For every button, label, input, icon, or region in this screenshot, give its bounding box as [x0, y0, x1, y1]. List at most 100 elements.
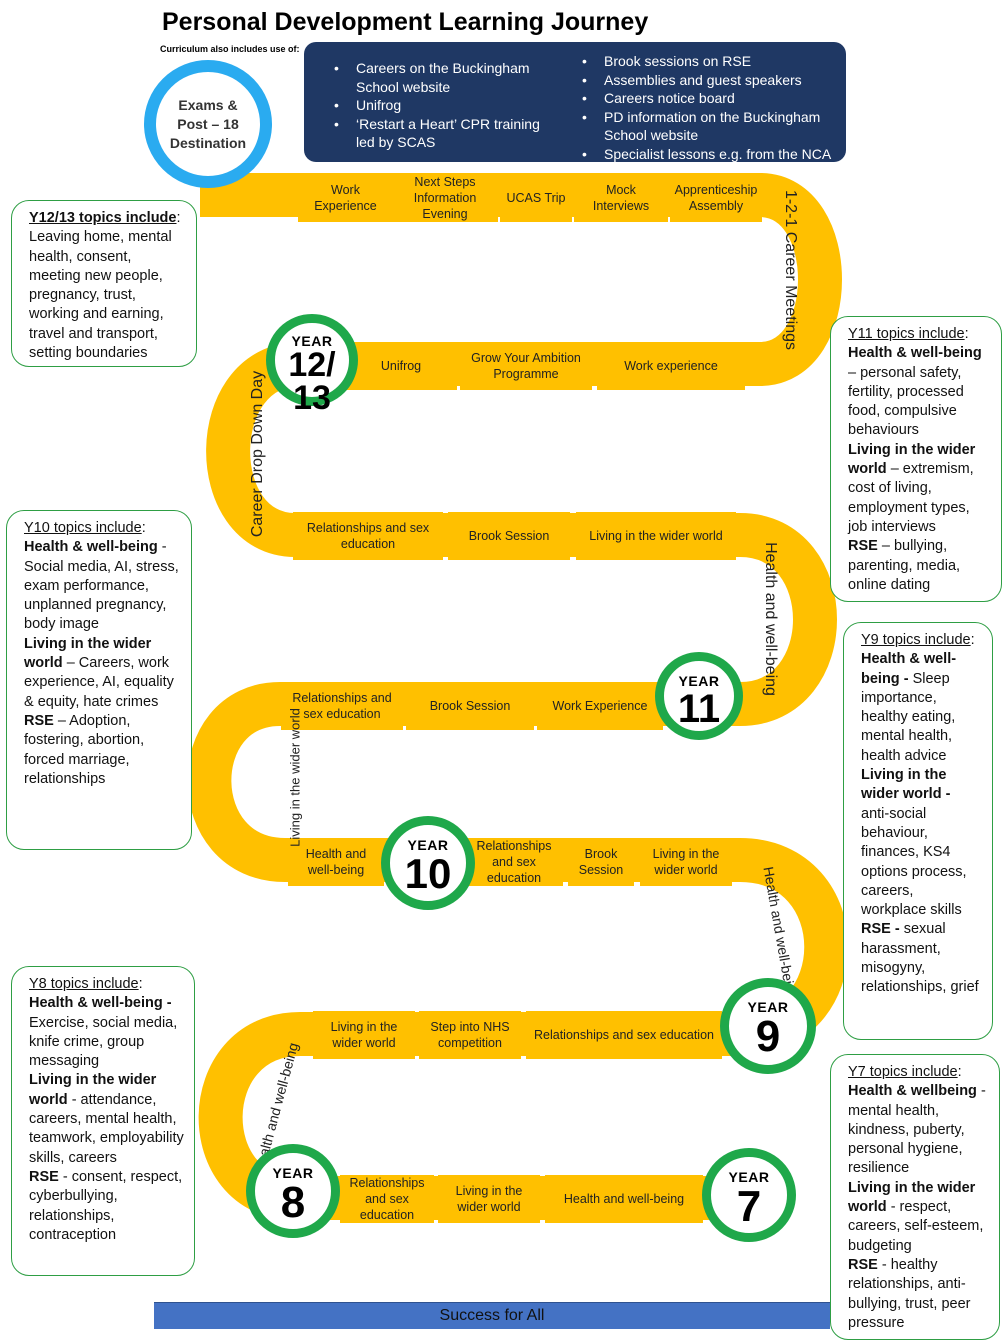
topics-rse-text: sexual harassment, misogyny, relationshi… [861, 921, 979, 996]
topics-lw-text: – Careers, work experience, AI, equality… [24, 655, 174, 710]
extra-item: Careers on the Buckingham School website [334, 59, 556, 96]
badge-year-label: YEAR [272, 1165, 314, 1181]
topics-heading: Y8 topics include [29, 976, 139, 992]
step-apprenticeship-assembly: Apprenticeship Assembly [670, 174, 762, 222]
step-health-wellbeing-2: Health and well-being [545, 1175, 703, 1223]
badge-year-label: YEAR [407, 837, 449, 853]
topics-rse-label: RSE [848, 538, 878, 555]
step-rse-5: Relationships and sex education [340, 1175, 434, 1223]
topics-y9: Y9 topics include: Health & well-being -… [843, 622, 993, 1040]
destination-badge: Exams & Post – 18 Destination [144, 60, 272, 188]
topics-rse-label: RSE [848, 1256, 878, 1273]
topics-rse-label: RSE [29, 1168, 59, 1185]
year-badge-12-13: YEAR 12/13 [266, 314, 358, 415]
topics-heading: Y7 topics include [848, 1064, 958, 1080]
step-brook-session-3: Brook Session [568, 838, 634, 886]
topics-hw-label: Health & well-being - [29, 995, 172, 1012]
topics-text: Leaving home, mental health, consent, me… [29, 229, 172, 362]
year-badge-8: YEAR 8 [246, 1144, 340, 1238]
road-curve [738, 513, 837, 726]
topics-rse-text: – bullying, parenting, media, online dat… [848, 538, 961, 593]
step-next-steps: Next Steps Information Evening [392, 174, 498, 222]
topics-lw-label: Living in the wider world [29, 1072, 157, 1108]
extra-item: Careers notice board [582, 89, 836, 108]
road-curve [757, 173, 842, 386]
extra-item: Specialist lessons e.g. from the NCA [582, 145, 836, 164]
step-health-wellbeing: Health and well-being [288, 838, 384, 886]
badge-year-number: 8 [280, 1178, 306, 1227]
extra-item: Unifrog [334, 96, 556, 115]
badge-year-label: YEAR [678, 673, 720, 689]
topics-hw-label: Health & well-being [848, 345, 982, 362]
year-badge-10: YEAR 10 [381, 816, 475, 910]
step-work-experience-3: Work Experience [537, 682, 663, 730]
topics-y8: Y8 topics include: Health & well-being -… [11, 966, 195, 1276]
topics-heading: Y12/13 topics include [29, 210, 177, 226]
destination-line: Exams & [178, 96, 238, 113]
curriculum-extras-right: Brook sessions on RSE Assemblies and gue… [582, 52, 836, 164]
step-unifrog: Unifrog [345, 342, 457, 390]
badge-year-number: 10 [404, 850, 452, 897]
step-living-wider-world-2: Living in the wider world [640, 838, 732, 886]
curriculum-note: Curriculum also includes use of: [160, 44, 300, 54]
step-rse-4: Relationships and sex education [526, 1011, 722, 1059]
road-curve [187, 682, 287, 882]
badge-year-label: YEAR [728, 1169, 770, 1185]
curriculum-extras-left: Careers on the Buckingham School website… [334, 59, 556, 152]
label-career-meetings: 1-2-1 Career Meetings [782, 189, 799, 351]
topics-lw-label: Living in the wider world [848, 441, 976, 478]
footer-banner: Success for All [154, 1302, 830, 1329]
step-mock-interviews: Mock Interviews [574, 174, 668, 222]
label-drop-down-day: Career Drop Down Day [249, 370, 266, 538]
badge-year-number: 9 [755, 1012, 781, 1061]
extra-item: Assemblies and guest speakers [582, 71, 836, 90]
page-title: Personal Development Learning Journey [162, 8, 649, 36]
curriculum-extras-box: Careers on the Buckingham School website… [304, 42, 846, 164]
topics-y7: Y7 topics include: Health & wellbeing - … [830, 1054, 1000, 1340]
step-brook-session: Brook Session [448, 512, 570, 560]
step-rse: Relationships and sex education [293, 512, 443, 560]
topics-rse-text: – Adoption, fostering, abortion, forced … [24, 712, 145, 787]
badge-year-label: YEAR [291, 333, 333, 349]
step-work-experience: Work Experience [298, 174, 393, 222]
topics-hw-text: - mental health, kindness, puberty, pers… [848, 1083, 986, 1177]
topics-y10: Y10 topics include: Health & well-being … [6, 510, 192, 850]
extra-item: Brook sessions on RSE [582, 52, 836, 71]
topics-lw-label: Living in the wider world [24, 635, 152, 672]
topics-lw-text: anti-social behaviour, finances, KS4 opt… [861, 805, 967, 919]
year-badge-7: YEAR 7 [702, 1148, 796, 1242]
step-living-wider-world-4: Living in the wider world [438, 1175, 540, 1223]
step-rse-2: Relationships and sex education [281, 682, 403, 730]
step-grow-your-ambition: Grow Your Ambition Programme [460, 342, 592, 390]
badge-year-label: YEAR [747, 999, 789, 1015]
topics-lw-text: - attendance, careers, mental health, te… [29, 1091, 184, 1166]
step-living-wider-world-3: Living in the wider world [313, 1011, 415, 1059]
topics-y11: Y11 topics include: Health & well-being … [830, 316, 1002, 602]
topics-lw-label: Living in the wider world [848, 1179, 976, 1216]
extra-item: PD information on the Buckingham School … [582, 108, 836, 145]
label-living-wider-world: Living in the wider world [287, 708, 303, 847]
topics-hw-text: - Social media, AI, stress, exam perform… [24, 539, 179, 633]
topics-lw-text: – extremism, cost of living, employment … [848, 461, 974, 535]
badge-year-number: 7 [736, 1182, 762, 1231]
topics-hw-label: Health & well-being - [861, 651, 957, 687]
topics-rse-text: - consent, respect, cyberbullying, relat… [29, 1168, 183, 1243]
year-badge-9: YEAR 9 [720, 978, 816, 1074]
topics-lw-label: Living in the wider world - [861, 767, 951, 803]
topics-rse-label: RSE [24, 712, 54, 729]
year-badge-11: YEAR 11 [655, 652, 743, 740]
step-nhs-competition: Step into NHS competition [419, 1011, 521, 1059]
topics-rse-text: - healthy relationships, anti-bullying, … [848, 1256, 971, 1331]
topics-hw-label: Health & wellbeing [848, 1083, 977, 1100]
step-living-wider-world: Living in the wider world [576, 512, 736, 560]
destination-line: Post – 18 [177, 115, 239, 132]
extra-item: ‘Restart a Heart’ CPR training led by SC… [334, 115, 556, 152]
step-brook-session-2: Brook Session [406, 682, 534, 730]
topics-rse-label: RSE - [861, 921, 900, 938]
step-work-experience-2: Work experience [597, 342, 745, 390]
topics-hw-text: – personal safety, fertility, processed … [848, 364, 964, 439]
topics-hw-label: Health & well-being [24, 539, 158, 556]
topics-hw-text: Sleep importance, healthy eating, mental… [861, 670, 956, 764]
step-ucas-trip: UCAS Trip [500, 174, 572, 222]
topics-y12: Y12/13 topics include: Leaving home, men… [11, 200, 197, 367]
